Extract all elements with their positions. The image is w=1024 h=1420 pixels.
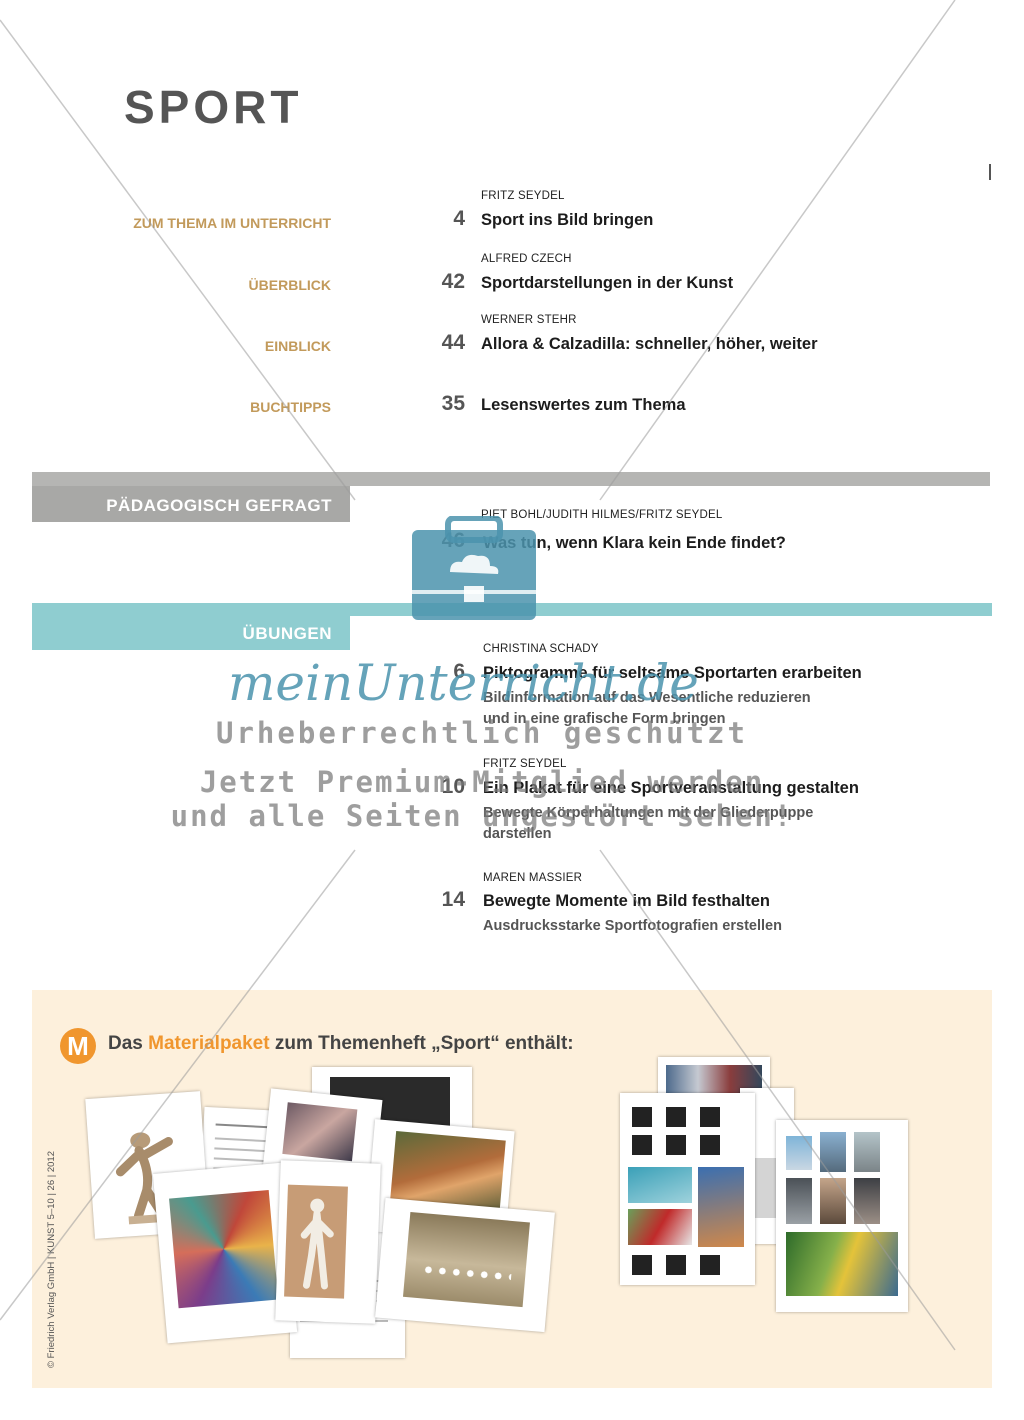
page-marker	[989, 164, 991, 180]
watermark-line: Jetzt Premium-Mitglied werden	[199, 765, 765, 799]
section-label-uebungen: ÜBUNGEN	[242, 624, 332, 643]
page-number: 6	[453, 660, 465, 683]
sculpture-figure	[300, 1198, 334, 1290]
article-subheading: darstellen	[483, 826, 552, 842]
page-number: 42	[441, 270, 465, 293]
watermark-line: Urheberrechtlich geschützt	[216, 716, 748, 750]
article-subheading: Bewegte Körperhaltungen mit der Gliederp…	[483, 805, 814, 821]
article-heading[interactable]: Piktogramme für seltsame Sportarten erar…	[483, 664, 862, 682]
page-number: 35	[441, 392, 465, 415]
section-label-ueberblick: ÜBERBLICK	[248, 277, 331, 293]
page-number: 4	[453, 207, 465, 230]
page-number: 14	[441, 888, 465, 911]
materialpaket-highlight: Materialpaket	[148, 1033, 270, 1054]
article-heading[interactable]: Sportdarstellungen in der Kunst	[481, 274, 734, 292]
material-sheet-pictograms	[620, 1093, 755, 1285]
page-title: SPORT	[124, 81, 303, 133]
copyright-note: © Friedrich Verlag GmbH | KUNST 5–10 | 2…	[46, 1151, 57, 1368]
article-heading[interactable]: Allora & Calzadilla: schneller, höher, w…	[481, 335, 818, 353]
material-sheet-sport-photos	[776, 1120, 908, 1312]
watermark-brand: meinUnterricht.de	[228, 654, 699, 712]
page-number: 44	[441, 331, 465, 354]
article-author: PIET BOHL/JUDITH HILMES/FRITZ SEYDEL	[481, 509, 723, 521]
article-heading[interactable]: Bewegte Momente im Bild festhalten	[483, 892, 770, 910]
article-author: FRITZ SEYDEL	[483, 758, 567, 770]
section-label-paedagogisch: PÄDAGOGISCH GEFRAGT	[106, 496, 332, 515]
watermark-line: und alle Seiten ungestört sehen!	[170, 799, 794, 833]
material-sheet-ballet	[375, 1197, 555, 1333]
article-heading[interactable]: Lesenswertes zum Thema	[481, 396, 686, 414]
article-heading[interactable]: Sport ins Bild bringen	[481, 211, 654, 229]
article-subheading: Bildinformation auf das Wesentliche redu…	[483, 690, 811, 706]
materialpaket-prefix: Das	[108, 1033, 149, 1054]
article-heading[interactable]: Was tun, wenn Klara kein Ende findet?	[483, 534, 786, 552]
material-sheet-sculpture	[275, 1160, 381, 1324]
article-subheading: Ausdrucksstarke Sportfotografien erstell…	[483, 918, 782, 934]
materialpaket-logo: M	[60, 1028, 96, 1064]
article-subheading: und in eine grafische Form bringen	[483, 711, 726, 727]
article-author: ALFRED CZECH	[481, 253, 572, 265]
materialpaket-suffix: zum Themenheft „Sport“ enthält:	[269, 1033, 574, 1054]
materialpaket-title: Das Materialpaket zum Themenheft „Sport“…	[108, 1033, 574, 1055]
briefcase-icon	[412, 516, 536, 620]
article-heading[interactable]: Ein Plakat für eine Sportveranstaltung g…	[483, 779, 859, 797]
article-author: CHRISTINA SCHADY	[483, 643, 599, 655]
section-label-einblick: EINBLICK	[264, 338, 331, 354]
article-author: MAREN MASSIER	[483, 872, 583, 884]
section-label-buchtipps: BUCHTIPPS	[250, 399, 331, 415]
section-label-zum-thema: ZUM THEMA IM UNTERRICHT	[133, 215, 331, 231]
section-band-grey	[32, 472, 990, 486]
section-tab-uebungen	[32, 616, 350, 650]
article-author: WERNER STEHR	[481, 314, 577, 326]
article-author: FRITZ SEYDEL	[481, 190, 565, 202]
page-number: 10	[441, 775, 465, 798]
